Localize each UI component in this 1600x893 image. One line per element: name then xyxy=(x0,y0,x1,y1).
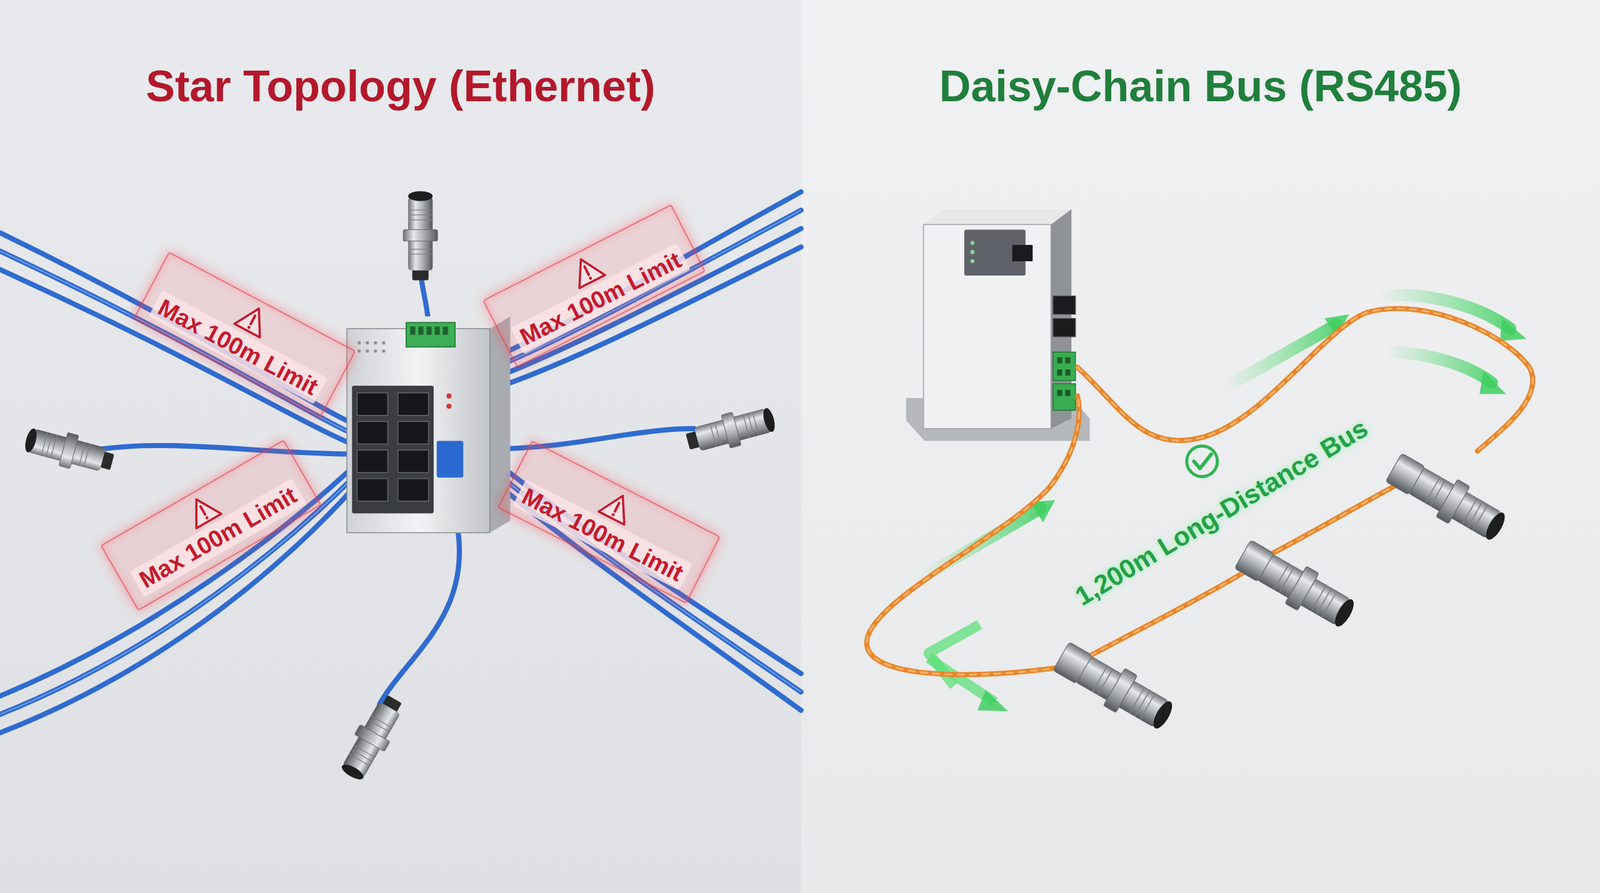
green-flow-arrows xyxy=(918,295,1527,712)
rs485-twisted-pair xyxy=(866,308,1534,675)
limit-band: Max 100m Limit xyxy=(133,251,357,419)
topology-panel: Daisy-Chain Bus (RS485) xyxy=(801,0,1600,893)
limit-label: Max 100m Limit xyxy=(510,243,691,355)
ethernet-switch xyxy=(346,316,510,533)
limit-band: Max 100m Limit xyxy=(482,203,706,368)
rs485-gateway xyxy=(906,209,1090,442)
cable-highlights xyxy=(0,210,802,715)
limit-band: Max 100m Limit xyxy=(497,440,721,605)
ethernet-cables xyxy=(0,191,802,734)
limit-band: Max 100m Limit xyxy=(100,440,322,612)
ethernet-sensors xyxy=(21,191,779,785)
limit-label: Max 100m Limit xyxy=(130,478,307,598)
panel-heading: Daisy-Chain Bus (RS485) xyxy=(801,61,1600,112)
limit-label: Max 100m Limit xyxy=(148,290,328,405)
panel-heading: Star Topology (Ethernet) xyxy=(0,61,802,112)
check-icon xyxy=(1186,446,1218,477)
topology-panel: Star Topology (Ethernet)Max 100m LimitMa… xyxy=(0,0,802,893)
limit-label: Max 100m Limit xyxy=(512,480,693,592)
